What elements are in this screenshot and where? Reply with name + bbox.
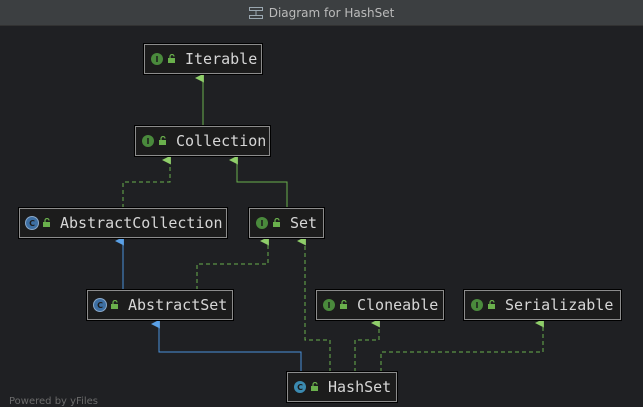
- window-titlebar: Diagram for HashSet: [0, 0, 643, 26]
- node-hashset[interactable]: C HashSet: [286, 371, 398, 403]
- abstract-class-icon: C: [94, 299, 106, 311]
- interface-icon: I: [151, 53, 163, 65]
- node-label: Collection: [176, 132, 267, 150]
- public-lock-icon: [42, 218, 52, 228]
- public-lock-icon: [487, 300, 497, 310]
- interface-icon: I: [256, 217, 268, 229]
- interface-icon: I: [323, 299, 335, 311]
- window-title: Diagram for HashSet: [268, 5, 395, 20]
- node-abstract-collection[interactable]: C AbstractCollection: [18, 207, 228, 239]
- public-lock-icon: [310, 382, 320, 392]
- node-label: Serializable: [505, 296, 614, 314]
- public-lock-icon: [110, 300, 120, 310]
- diagram-icon: [248, 6, 263, 19]
- public-lock-icon: [158, 136, 168, 146]
- node-collection[interactable]: I Collection: [134, 125, 271, 157]
- node-label: AbstractCollection: [60, 214, 223, 232]
- public-lock-icon: [272, 218, 282, 228]
- node-label: Set: [290, 214, 318, 232]
- node-label: AbstractSet: [128, 296, 228, 314]
- interface-icon: I: [142, 135, 154, 147]
- node-abstract-set[interactable]: C AbstractSet: [86, 289, 234, 321]
- public-lock-icon: [339, 300, 349, 310]
- powered-by-footer: Powered by yFiles: [9, 396, 98, 407]
- node-label: Iterable: [185, 50, 258, 68]
- interface-icon: I: [471, 299, 483, 311]
- node-iterable[interactable]: I Iterable: [143, 43, 263, 75]
- node-set[interactable]: I Set: [248, 207, 325, 239]
- node-label: HashSet: [328, 378, 392, 396]
- abstract-class-icon: C: [26, 217, 38, 229]
- node-label: Cloneable: [357, 296, 439, 314]
- public-lock-icon: [167, 54, 177, 64]
- node-cloneable[interactable]: I Cloneable: [315, 289, 445, 321]
- node-serializable[interactable]: I Serializable: [463, 289, 622, 321]
- class-icon: C: [294, 381, 306, 393]
